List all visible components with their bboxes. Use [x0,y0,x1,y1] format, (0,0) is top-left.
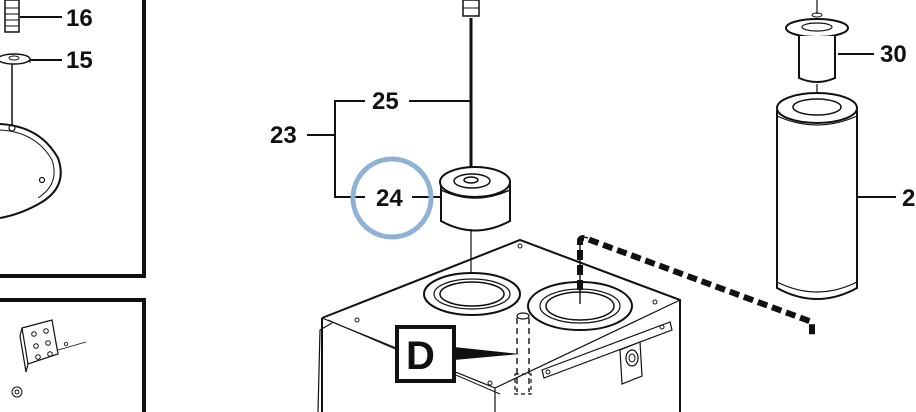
part-16-bolt-icon [4,0,20,33]
route-dashed-line [577,235,815,338]
callout-bracket-23: 25 23 24 [270,88,472,212]
inset-panel-bottom-left [0,298,146,412]
callout-23: 23 [270,122,297,149]
callout-16: 16 [66,5,93,32]
tall-filter-cylinder-icon: 2 [776,92,915,300]
internal-pipe-dashed [514,312,532,395]
inset-panel-top-left: 16 15 [0,0,146,278]
callout-25: 25 [372,88,399,115]
small-fitting-icon [11,386,23,398]
detail-d-letter: D [406,334,435,378]
callout-24: 24 [376,185,403,212]
tank-housing-icon [317,236,681,412]
part-30-sleeve-icon: 30 [785,0,907,100]
callout-15: 15 [66,47,93,74]
side-cap-icon [619,341,643,385]
part-15-washer-icon [0,53,31,65]
tank-port-left-icon [423,272,521,316]
connector-block-icon [19,319,87,373]
callout-partial-2: 2 [902,185,915,212]
part-25-rod-icon [462,0,480,176]
part-24-filter-icon [439,166,511,292]
detail-d-label: D [395,325,520,383]
highlight-circle-24 [350,156,434,240]
callout-30: 30 [880,41,907,68]
